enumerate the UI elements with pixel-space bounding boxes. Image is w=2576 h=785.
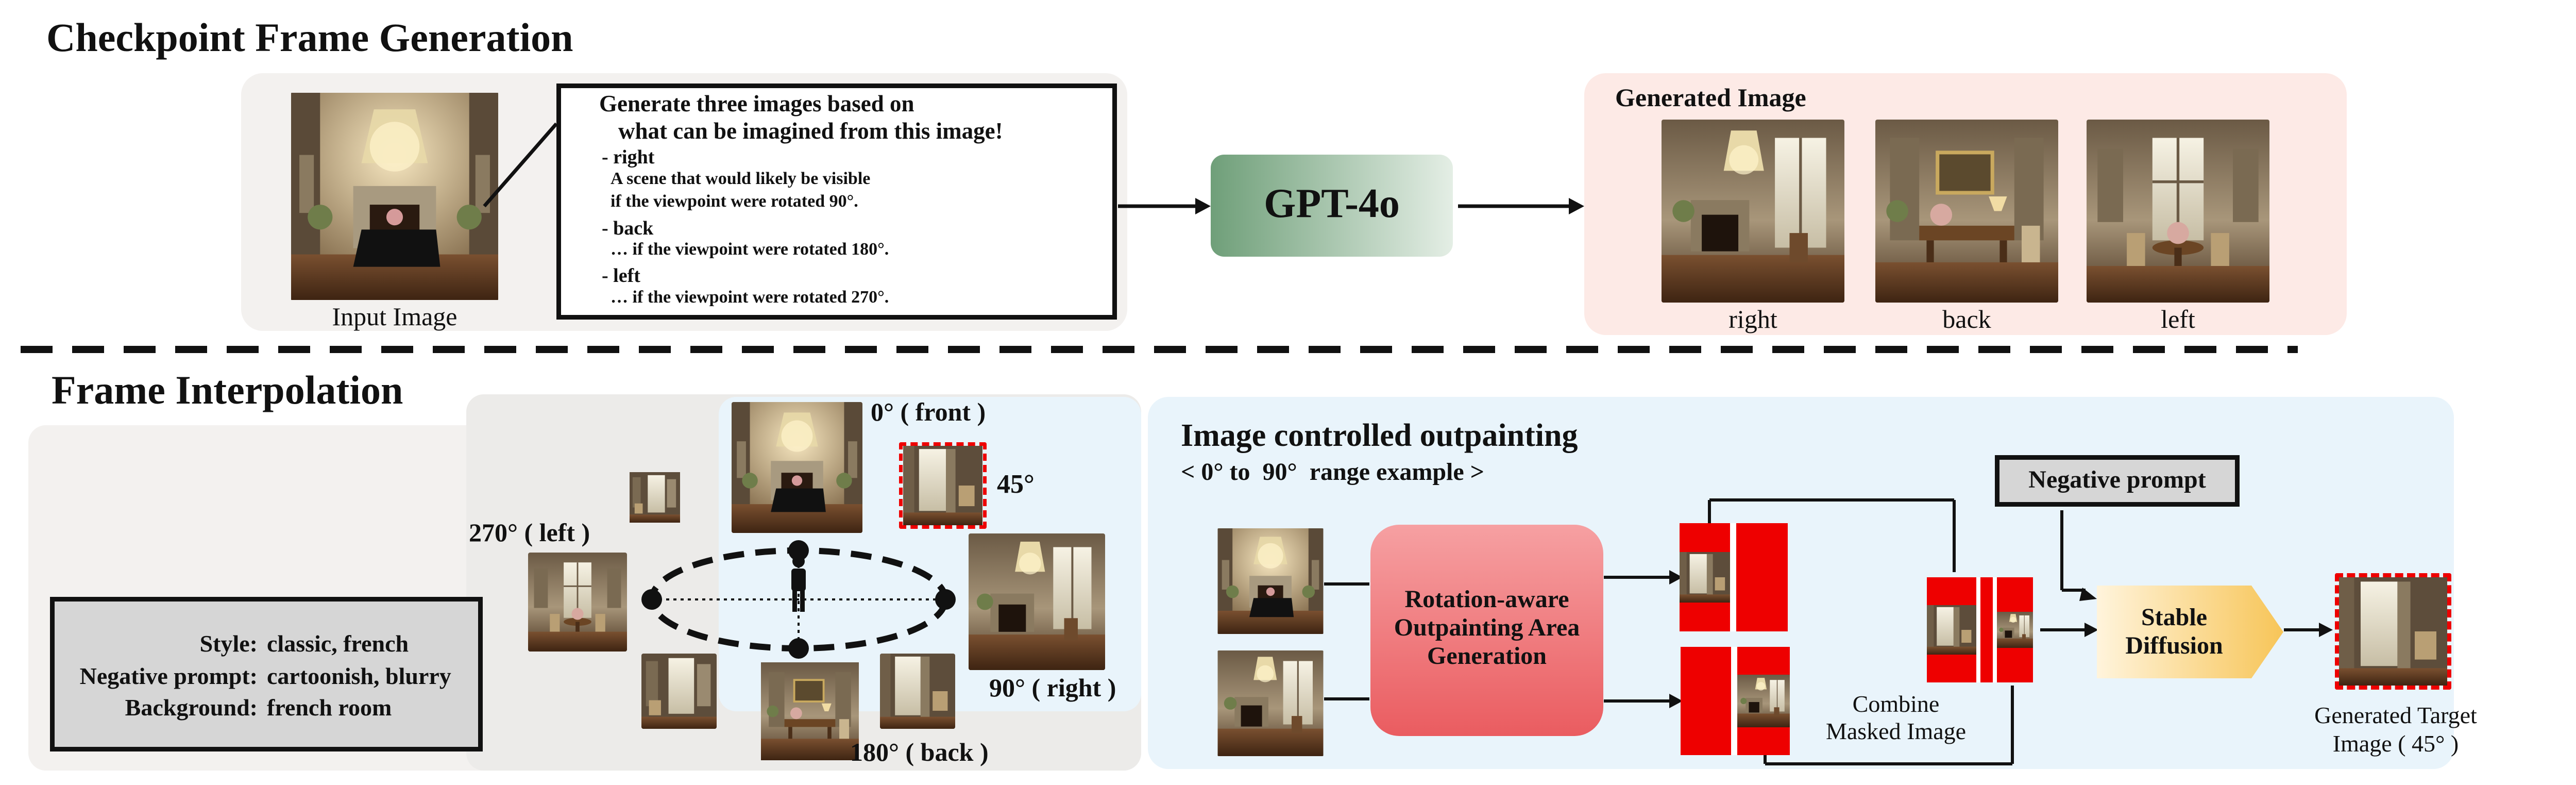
view-front-image [732,402,862,533]
bottom-section-title: Frame Interpolation [52,368,403,412]
background-value: french room [267,694,392,721]
prompt-back-head: - back [602,218,654,239]
caption-back: back [1942,305,1991,333]
caption-left: left [2161,305,2195,333]
view-135-image [880,654,955,729]
gpt-4o-node [1211,155,1453,257]
style-box [50,597,483,751]
view-315-image [630,461,680,533]
style-value: classic, french [267,630,409,657]
angle-45-label: 45° [997,470,1035,499]
combined-masked-image [1927,577,2033,682]
masked-image-bottom [1681,647,1790,755]
rotation-ellipse [641,540,956,659]
prompt-back-line: … if the viewpoint were rotated 180°. [611,240,889,259]
angle-left-label: 270° ( left ) [469,518,590,547]
generated-back-image [1875,120,2058,303]
angle-back-label: 180° ( back ) [850,738,989,766]
generated-target-image [2335,573,2451,690]
rotation-aware-box [1370,525,1603,736]
negative-prompt-value: cartoonish, blurry [267,663,451,689]
masked-image-top [1680,523,1788,631]
generated-target-label: Generated Target Image ( 45° ) [2314,702,2477,757]
prompt-right-head: - right [602,146,655,168]
prompt-right-line1: A scene that would likely be visible [611,169,871,188]
caption-right: right [1728,305,1777,333]
top-section-title: Checkpoint Frame Generation [46,15,573,60]
image-to-prompt-connector [483,122,558,208]
outpaint-arrows [1324,498,2333,765]
generated-right-image [1662,120,1844,303]
input-image-caption: Input Image [332,302,457,331]
prompt-box [556,83,1117,320]
outpainting-subtitle: < 0° to 90° range example > [1181,458,1485,486]
negative-prompt-key: Negative prompt: [79,663,258,689]
gpt-4o-label: GPT-4o [1264,181,1400,226]
negative-prompt-box [1995,455,2240,507]
stable-diffusion-label: Stable Diffusion [2125,604,2223,660]
negative-prompt-label: Negative prompt [2028,466,2206,493]
view-45-image [899,442,987,529]
style-key: Style: [199,630,258,657]
prompt-right-line2: if the viewpoint were rotated 90°. [611,192,858,211]
stable-diffusion-node [2097,586,2283,678]
view-right-image [969,533,1105,670]
rotation-aware-label: Rotation-aware Outpainting Area Generati… [1394,586,1580,670]
generated-title: Generated Image [1615,83,1806,112]
section-separator [21,346,2298,353]
prompt-line2: what can be imagined from this image! [618,118,1003,144]
angle-right-label: 90° ( right ) [989,673,1116,702]
top-arrows [1118,198,1584,214]
background-key: Background: [125,694,258,721]
prompt-left-head: - left [602,265,640,287]
view-225-image [641,654,717,729]
person-icon [791,555,806,612]
input-image [291,92,498,301]
outpainting-title: Image controlled outpainting [1181,418,1578,453]
prompt-line1: Generate three images based on [599,91,914,116]
generated-left-image [2087,120,2269,303]
view-left-image [528,553,627,652]
angle-front-label: 0° ( front ) [871,397,986,426]
combine-label: Combine Masked Image [1825,691,1967,744]
prompt-left-line: … if the viewpoint were rotated 270°. [611,288,889,307]
